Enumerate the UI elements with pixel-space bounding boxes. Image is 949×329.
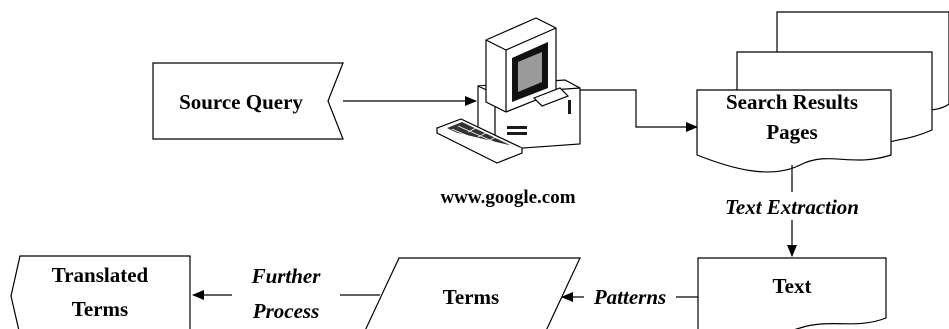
translated-label-1: Translated [52,263,149,287]
search-results-label-2: Pages [766,120,817,144]
source-query-node: Source Query [152,62,344,140]
arrow-computer-to-results [580,89,698,132]
text-label: Text [773,274,812,298]
further-label: Further [251,264,322,288]
search-results-node: Search Results Pages [696,11,949,173]
google-caption: www.google.com [440,187,575,208]
process-label: Process [252,299,320,323]
translated-label-2: Terms [72,297,128,321]
source-query-label: Source Query [179,90,303,114]
terms-node: Terms [365,257,581,329]
text-extraction-label: Text Extraction [725,195,859,219]
terms-label: Terms [443,285,499,309]
patterns-label: Patterns [593,285,666,309]
translated-terms-node: Translated Terms [10,255,191,329]
text-node: Text [697,257,887,329]
desktop-computer-icon [435,17,581,164]
search-results-label-1: Search Results [726,90,858,114]
